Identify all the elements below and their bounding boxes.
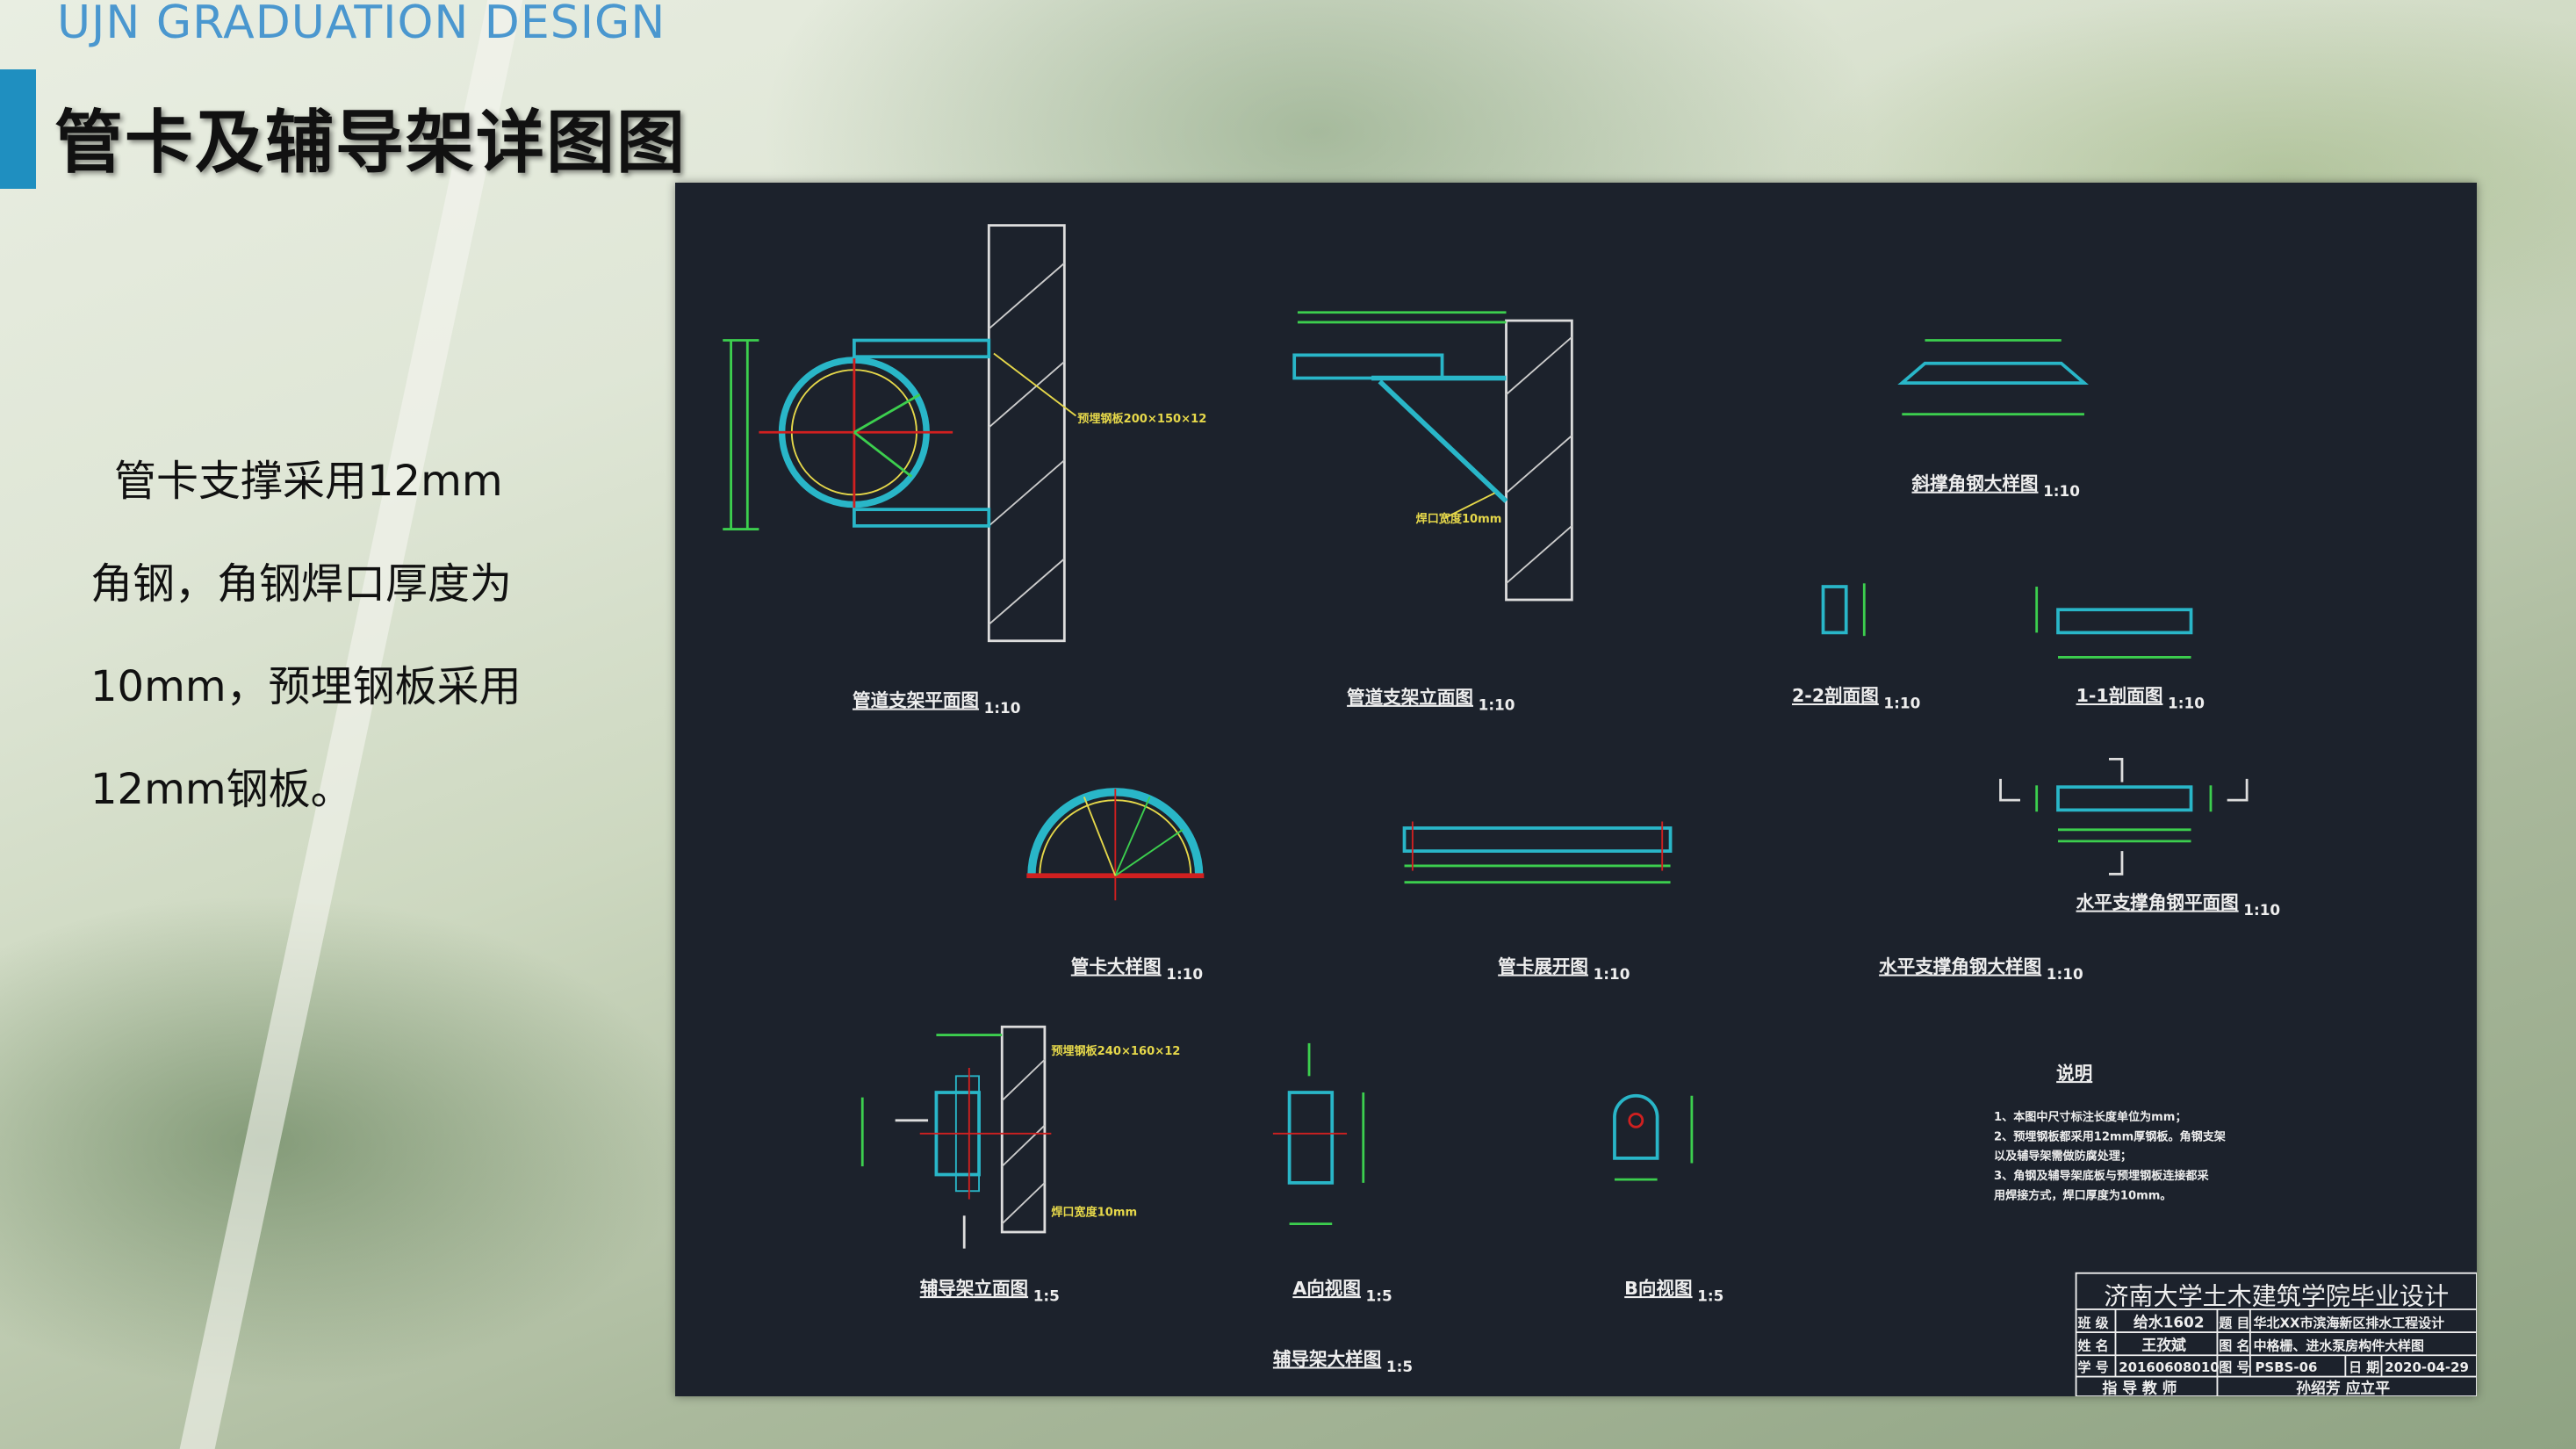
- cad-drawing: 预埋钢板200×150×12 焊口宽度10mm 预埋钢板240×160×12 焊…: [723, 224, 2477, 1396]
- label-horizontal-plan: 水平支撑角钢平面图: [2076, 892, 2239, 913]
- annotation-weld2: 焊口宽度10mm: [1051, 1204, 1137, 1219]
- title-block-name-value: 王孜斌: [2141, 1337, 2186, 1354]
- scale-view-b: 1:5: [1697, 1287, 1723, 1305]
- annotation-weld1: 焊口宽度10mm: [1416, 511, 1502, 526]
- support-plan-drawing: [723, 224, 1076, 643]
- label-view-b-group: B向视图 1:5: [1624, 1278, 1723, 1304]
- label-support-plan-group: 管道支架平面图 1:10: [853, 690, 1020, 717]
- view-b-drawing: [1613, 1093, 1694, 1181]
- scale-horizontal-detail: 1:10: [2047, 965, 2083, 983]
- label-guide-detail-group: 辅导架大样图 1:5: [1273, 1348, 1413, 1374]
- cad-drawing-panel: 预埋钢板200×150×12 焊口宽度10mm 预埋钢板240×160×12 焊…: [675, 183, 2477, 1396]
- scale-guide-detail: 1:5: [1386, 1358, 1413, 1375]
- scale-section-2-2: 1:10: [1883, 694, 1920, 711]
- notes-line: 3、角钢及辅导架底板与预埋钢板连接都采: [1994, 1168, 2209, 1183]
- guide-elevation-drawing: [860, 1025, 1052, 1249]
- scale-clamp-detail: 1:10: [1166, 965, 1203, 983]
- notes-line: 以及辅导架需做防腐处理；: [1994, 1149, 2132, 1164]
- label-clamp-unfold-group: 管卡展开图 1:10: [1498, 956, 1630, 983]
- section-drawings: [1821, 583, 2193, 659]
- annotations: 预埋钢板200×150×12 焊口宽度10mm 预埋钢板240×160×12 焊…: [1051, 411, 1501, 1219]
- description-line: 角钢，角钢焊口厚度为: [90, 559, 513, 609]
- notes: 说明 1、本图中尺寸标注长度单位为mm； 2、预埋钢板都采用12mm厚钢板。角钢…: [1994, 1063, 2226, 1203]
- label-view-b: B向视图: [1624, 1278, 1692, 1299]
- label-view-a: A向视图: [1292, 1278, 1361, 1299]
- label-support-plan: 管道支架平面图: [853, 690, 979, 711]
- scale-view-a: 1:5: [1366, 1287, 1392, 1305]
- scale-support-elevation: 1:10: [1479, 696, 1515, 713]
- label-support-elevation: 管道支架立面图: [1347, 687, 1473, 708]
- label-view-a-group: A向视图 1:5: [1292, 1278, 1392, 1304]
- title-block-number-label: 图 号: [2219, 1359, 2249, 1375]
- title-accent-bar: [0, 69, 36, 189]
- notes-line: 1、本图中尺寸标注长度单位为mm；: [1994, 1109, 2186, 1124]
- annotation-plate1: 预埋钢板200×150×12: [1077, 411, 1206, 426]
- title-block-drawing-value: 中格栅、进水泵房构件大样图: [2254, 1338, 2424, 1354]
- scale-brace-detail: 1:10: [2043, 482, 2080, 500]
- label-guide-detail: 辅导架大样图: [1273, 1348, 1381, 1369]
- title-block-class-value: 给水1602: [2133, 1313, 2205, 1330]
- label-horizontal-detail: 水平支撑角钢大样图: [1879, 956, 2041, 977]
- annotation-plate2: 预埋钢板240×160×12: [1051, 1043, 1180, 1058]
- title-block-date-label: 日 期: [2349, 1359, 2379, 1375]
- title-block: 济南大学土木建筑学院毕业设计 班 级 给水1602 题 目 华北XX市滨海新区排…: [2075, 1272, 2477, 1396]
- label-section-1-1: 1-1剖面图: [2076, 685, 2163, 706]
- label-clamp-unfold: 管卡展开图: [1498, 956, 1588, 977]
- page-title: 管卡及辅导架详图图: [54, 104, 687, 183]
- support-elevation-drawing: [1292, 311, 1573, 602]
- title-block-advisor-value: 孙绍芳 应立平: [2296, 1379, 2390, 1396]
- brand-header: UJN GRADUATION DESIGN: [57, 0, 666, 49]
- scale-support-plan: 1:10: [984, 699, 1021, 717]
- label-brace-detail: 斜撑角钢大样图: [1911, 473, 2039, 494]
- label-support-elevation-group: 管道支架立面图 1:10: [1347, 687, 1515, 713]
- label-horizontal-detail-group: 水平支撑角钢大样图 1:10: [1879, 956, 2083, 983]
- label-clamp-detail: 管卡大样图: [1071, 956, 1162, 977]
- label-section-1-1-group: 1-1剖面图 1:10: [2076, 685, 2205, 711]
- description-line: 管卡支撑采用12mm: [114, 457, 503, 506]
- title-block-date-value: 2020-04-29: [2385, 1359, 2469, 1375]
- title-block-topic-label: 题 目: [2219, 1315, 2249, 1330]
- title-block-advisor-label: 指 导 教 师: [2103, 1379, 2177, 1396]
- description-line: 12mm钢板。: [90, 765, 353, 814]
- title-block-id-value: 20160608010: [2119, 1359, 2219, 1375]
- clamp-detail-drawing: [1026, 788, 1205, 901]
- clamp-unfold-drawing: [1402, 821, 1673, 884]
- title-block-name-label: 姓 名: [2077, 1338, 2108, 1354]
- label-guide-elevation-group: 辅导架立面图 1:5: [920, 1278, 1060, 1304]
- notes-line: 用焊接方式，焊口厚度为10mm。: [1994, 1188, 2171, 1203]
- view-a-drawing: [1272, 1042, 1365, 1226]
- title-block-school: 济南大学土木建筑学院毕业设计: [2104, 1281, 2449, 1310]
- scale-horizontal-plan: 1:10: [2243, 901, 2280, 919]
- description-line: 10mm，预埋钢板采用: [90, 662, 522, 711]
- title-block-id-label: 学 号: [2077, 1359, 2108, 1375]
- scale-guide-elevation: 1:5: [1033, 1287, 1060, 1305]
- scale-section-1-1: 1:10: [2168, 694, 2205, 711]
- title-block-number-value: PSBS-06: [2255, 1359, 2317, 1375]
- horizontal-plan-drawing: [1999, 758, 2249, 876]
- title-block-class-label: 班 级: [2077, 1315, 2108, 1330]
- label-guide-elevation: 辅导架立面图: [920, 1278, 1028, 1299]
- brace-detail-drawing: [1897, 339, 2089, 416]
- scale-clamp-unfold: 1:10: [1594, 965, 1630, 983]
- notes-line: 2、预埋钢板都采用12mm厚钢板。角钢支架: [1994, 1128, 2226, 1143]
- label-section-2-2: 2-2剖面图: [1792, 685, 1879, 706]
- title-block-topic-value: 华北XX市滨海新区排水工程设计: [2254, 1315, 2445, 1330]
- description-text: 管卡支撑采用12mm 角钢，角钢焊口厚度为 10mm，预埋钢板采用 12mm钢板…: [90, 430, 582, 841]
- notes-title: 说明: [2056, 1063, 2092, 1084]
- title-block-drawing-label: 图 名: [2219, 1338, 2249, 1354]
